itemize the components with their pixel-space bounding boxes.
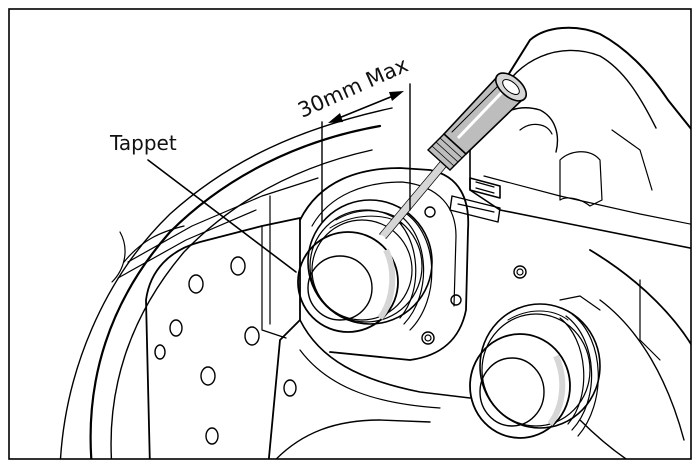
bolt-hole [244,326,260,346]
small-bolt [424,206,436,218]
small-bolt [513,265,527,279]
dimension-marker [321,83,411,223]
caliper-body [59,26,691,459]
bolt-hole [230,256,246,276]
tappet-label: Tappet [109,131,177,155]
bolt-hole [205,427,219,445]
vent-slot [449,195,501,223]
tappet-lower [469,303,601,439]
figure-frame [8,8,692,460]
dimension-arrowhead-right [389,91,404,101]
tappet-upper [297,199,433,333]
measuring-tool [379,72,528,239]
bolt-hole [200,366,216,386]
bolt-hole [188,274,204,294]
tappet-leader-line [147,159,297,273]
bolt-hole [283,379,297,397]
bolt-hole [169,319,183,337]
small-bolt [516,268,524,276]
bolt-hole [154,344,166,360]
small-bolt [424,334,432,342]
dimension-arrowhead-left [328,113,343,123]
small-bolt [421,331,435,345]
adjuster-cap [469,177,501,199]
dimension-arrow [333,93,399,121]
small-bolt [450,294,462,306]
